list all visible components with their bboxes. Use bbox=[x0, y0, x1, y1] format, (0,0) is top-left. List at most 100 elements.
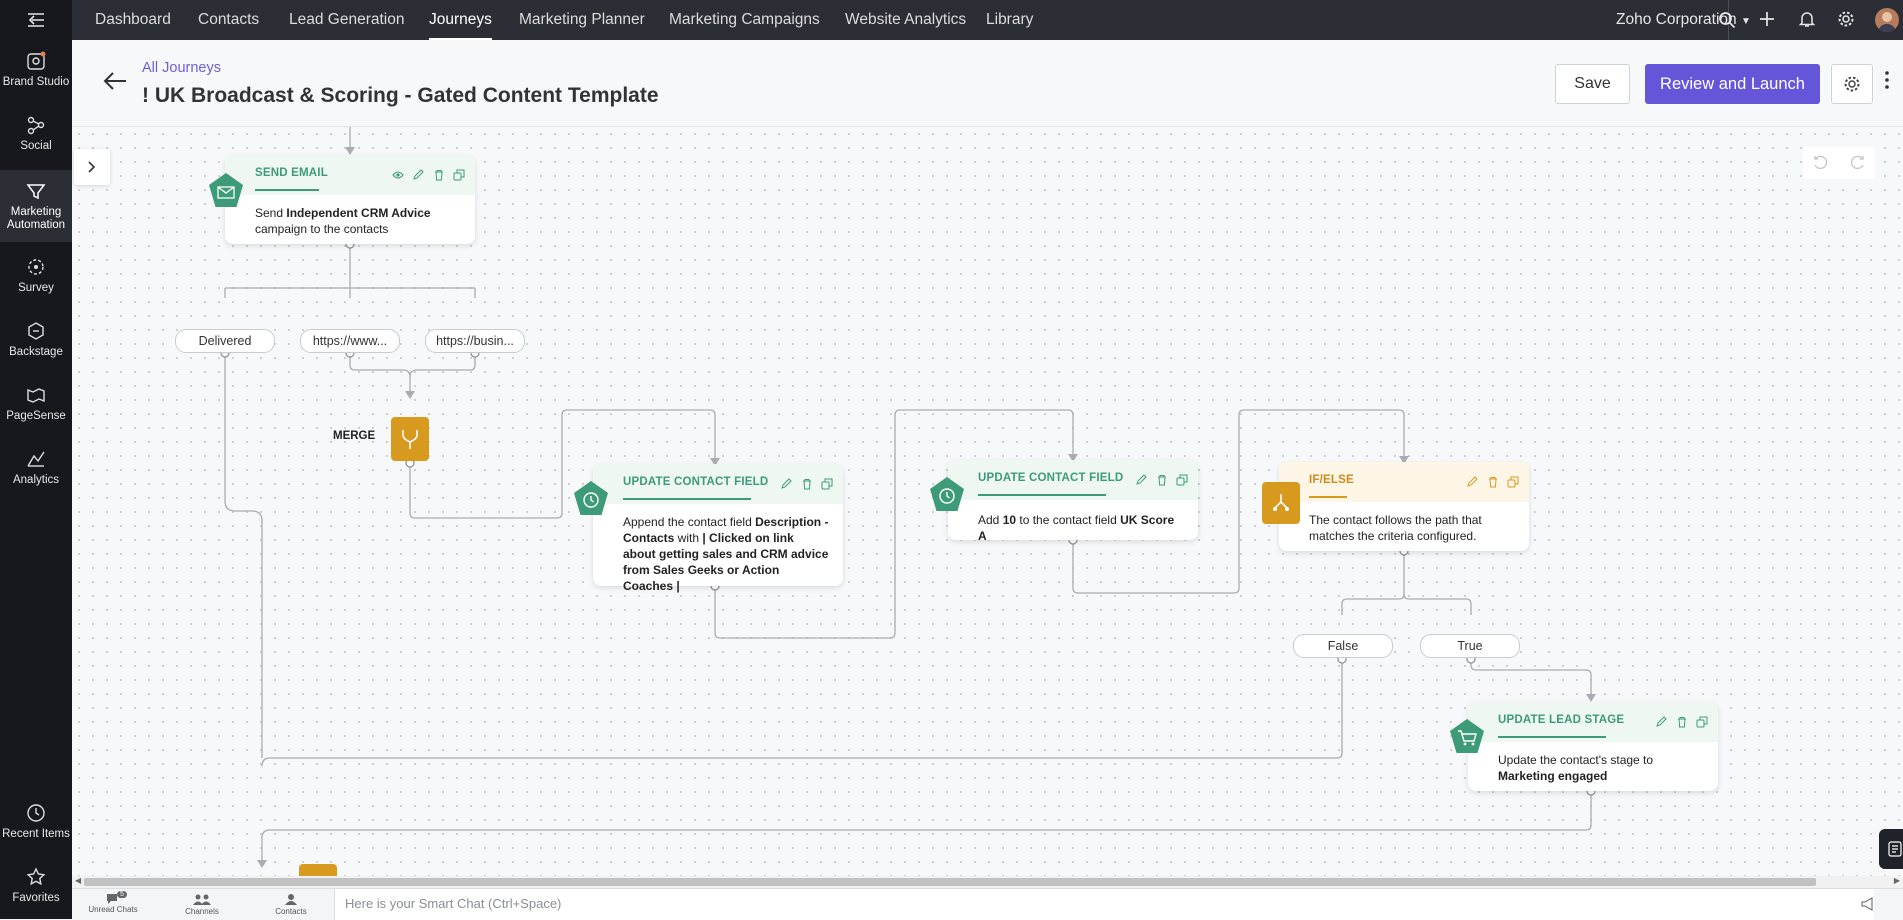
undo-redo-group bbox=[1803, 147, 1875, 179]
clone-icon[interactable] bbox=[1696, 716, 1708, 728]
top-navigation: Dashboard Contacts Lead Generation Journ… bbox=[72, 0, 1903, 40]
org-switcher[interactable]: Zoho Corporation ▼ bbox=[1616, 0, 1751, 40]
nav-contacts[interactable]: Contacts bbox=[198, 11, 260, 28]
chat-icon bbox=[107, 894, 117, 904]
delete-icon[interactable] bbox=[801, 478, 813, 490]
review-and-launch-button[interactable]: Review and Launch bbox=[1645, 64, 1820, 104]
node-text: campaign to the contacts bbox=[255, 222, 389, 236]
delete-icon[interactable] bbox=[1676, 716, 1688, 728]
marketing-automation-icon bbox=[26, 184, 46, 200]
nav-journeys[interactable]: Journeys bbox=[429, 0, 492, 40]
update-lead-stage-node[interactable]: UPDATE LEAD STAGE Update the contact's s… bbox=[1468, 702, 1718, 791]
clone-icon[interactable] bbox=[821, 478, 833, 490]
sidebar-item-analytics[interactable]: Analytics bbox=[0, 448, 72, 498]
field-value: | Clicked on link about getting sales an… bbox=[623, 531, 829, 593]
node-description: Update the contact's stage to Marketing … bbox=[1498, 752, 1704, 784]
sidebar-item-favorites[interactable]: Favorites bbox=[0, 866, 72, 916]
announcement-icon[interactable] bbox=[1860, 896, 1876, 916]
sidebar-item-pagesense[interactable]: PageSense bbox=[0, 384, 72, 434]
nav-lead-generation[interactable]: Lead Generation bbox=[289, 11, 405, 28]
side-panel-tab[interactable] bbox=[1879, 829, 1903, 869]
contact-icon bbox=[285, 894, 297, 905]
clone-icon[interactable] bbox=[1507, 476, 1519, 488]
sidebar-item-brand-studio[interactable]: Brand Studio bbox=[0, 50, 72, 100]
search-icon[interactable] bbox=[1718, 11, 1736, 34]
branch-link-1[interactable]: https://www... bbox=[300, 329, 400, 353]
sidebar-item-label: Backstage bbox=[9, 346, 63, 358]
bell-icon[interactable] bbox=[1798, 10, 1816, 33]
edit-icon[interactable] bbox=[1466, 476, 1478, 488]
nav-website-analytics[interactable]: Website Analytics bbox=[845, 11, 967, 28]
edit-icon[interactable] bbox=[412, 169, 424, 181]
page-title: ! UK Broadcast & Scoring - Gated Content… bbox=[142, 84, 659, 107]
analytics-icon bbox=[27, 451, 45, 467]
sidebar-item-label: Brand Studio bbox=[2, 76, 70, 88]
journey-canvas[interactable]: SEND EMAIL Send Independent CRM Advice c… bbox=[72, 127, 1903, 876]
clone-icon[interactable] bbox=[453, 169, 465, 181]
campaign-name: Independent CRM Advice bbox=[286, 206, 431, 220]
node-header: IF/ELSE bbox=[1279, 462, 1529, 502]
canvas-horizontal-scrollbar[interactable]: ◀ ▶ bbox=[72, 876, 1903, 888]
save-button[interactable]: Save bbox=[1555, 64, 1630, 104]
nav-library[interactable]: Library bbox=[986, 11, 1034, 28]
lead-stage-icon bbox=[1450, 719, 1484, 753]
contacts-button[interactable]: Contacts bbox=[261, 893, 321, 916]
node-description: The contact follows the path that matche… bbox=[1309, 513, 1482, 543]
sidebar-item-survey[interactable]: Survey bbox=[0, 256, 72, 306]
update-contact-field-node-1[interactable]: UPDATE CONTACT FIELD Append the contact … bbox=[593, 464, 843, 593]
delete-icon[interactable] bbox=[1487, 476, 1499, 488]
edit-icon[interactable] bbox=[1655, 716, 1667, 728]
next-node-partial[interactable] bbox=[299, 864, 337, 876]
send-email-node[interactable]: SEND EMAIL Send Independent CRM Advice c… bbox=[225, 155, 475, 244]
node-actions bbox=[1655, 715, 1708, 733]
smart-chat-input[interactable]: Here is your Smart Chat (Ctrl+Space) bbox=[334, 889, 1874, 920]
redo-icon[interactable] bbox=[1849, 155, 1865, 171]
node-description: Send Independent CRM Advice campaign to … bbox=[255, 205, 461, 237]
nav-dashboard[interactable]: Dashboard bbox=[95, 11, 171, 28]
node-description: Append the contact field Description - C… bbox=[623, 514, 829, 594]
clone-icon[interactable] bbox=[1176, 474, 1188, 486]
sidebar-item-backstage[interactable]: Backstage bbox=[0, 320, 72, 370]
merge-node[interactable] bbox=[391, 417, 429, 461]
node-header: UPDATE LEAD STAGE bbox=[1468, 702, 1718, 742]
node-title: SEND EMAIL bbox=[255, 167, 328, 179]
field-name: UK Score A bbox=[978, 513, 1175, 543]
if-else-node[interactable]: IF/ELSE The contact follows the path tha… bbox=[1279, 462, 1529, 551]
node-title: UPDATE CONTACT FIELD bbox=[623, 476, 769, 488]
back-arrow-icon[interactable] bbox=[102, 70, 128, 97]
delete-icon[interactable] bbox=[1156, 474, 1168, 486]
delete-icon[interactable] bbox=[433, 169, 445, 181]
nav-marketing-campaigns[interactable]: Marketing Campaigns bbox=[669, 11, 820, 28]
nav-marketing-planner[interactable]: Marketing Planner bbox=[519, 11, 645, 28]
update-contact-field-node-2[interactable]: UPDATE CONTACT FIELD Add 10 to the conta… bbox=[948, 460, 1198, 543]
undo-icon[interactable] bbox=[1813, 155, 1829, 171]
scrollbar-thumb[interactable] bbox=[84, 878, 1816, 886]
branch-false[interactable]: False bbox=[1293, 634, 1393, 658]
branch-link-2[interactable]: https://busin... bbox=[425, 329, 525, 353]
settings-gear-icon[interactable] bbox=[1837, 10, 1855, 33]
unread-chats-button[interactable]: 5 Unread Chats bbox=[83, 891, 143, 914]
sidebar-item-social[interactable]: Social bbox=[0, 114, 72, 164]
sidebar-item-recent-items[interactable]: Recent Items bbox=[0, 802, 72, 852]
branch-delivered[interactable]: Delivered bbox=[175, 329, 275, 353]
add-icon[interactable] bbox=[1758, 10, 1776, 33]
breadcrumb-all-journeys[interactable]: All Journeys bbox=[142, 60, 221, 76]
scroll-left-arrow-icon[interactable]: ◀ bbox=[75, 876, 82, 885]
channels-button[interactable]: Channels bbox=[172, 893, 232, 916]
branch-true[interactable]: True bbox=[1420, 634, 1520, 658]
node-text: Update the contact's stage to bbox=[1498, 753, 1654, 767]
expand-panel-button[interactable] bbox=[74, 149, 110, 185]
journey-settings-button[interactable] bbox=[1831, 64, 1873, 104]
user-avatar[interactable] bbox=[1875, 8, 1899, 32]
edit-icon[interactable] bbox=[780, 478, 792, 490]
node-title-underline bbox=[623, 498, 751, 500]
scroll-right-arrow-icon[interactable]: ▶ bbox=[1893, 876, 1900, 885]
sidebar-item-label: Analytics bbox=[12, 474, 60, 486]
menu-icon[interactable] bbox=[26, 11, 46, 34]
sidebar-item-marketing-automation[interactable]: Marketing Automation bbox=[0, 170, 72, 242]
edit-icon[interactable] bbox=[1135, 474, 1147, 486]
more-options-icon[interactable] bbox=[1884, 70, 1890, 94]
view-icon[interactable] bbox=[391, 169, 404, 181]
email-icon bbox=[209, 173, 243, 207]
contacts-label: Contacts bbox=[275, 907, 307, 916]
